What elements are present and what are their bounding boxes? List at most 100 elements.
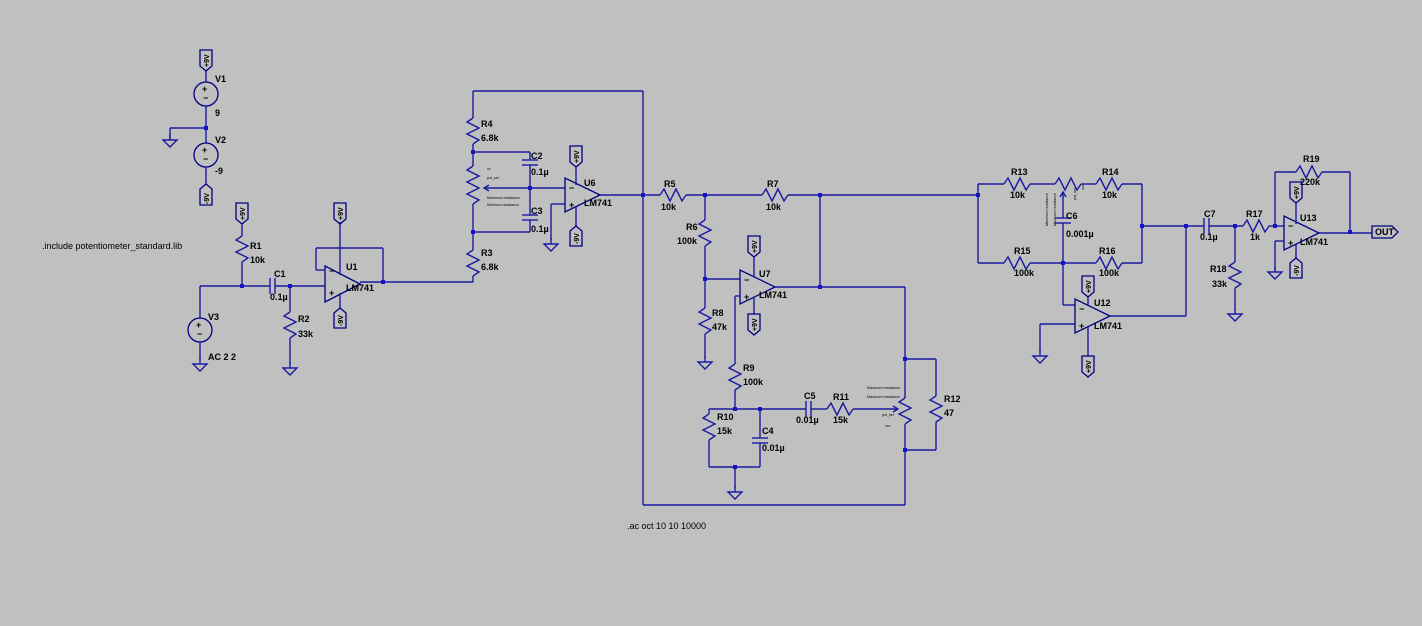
svg-text:R10: R10 [717, 412, 734, 422]
svg-text:R12: R12 [944, 394, 961, 404]
svg-text:R15: R15 [1014, 246, 1031, 256]
r13-resistor[interactable] [1003, 176, 1031, 192]
r16-resistor[interactable] [1095, 255, 1123, 271]
r12-resistor[interactable] [928, 395, 944, 423]
svg-text:−: − [1288, 221, 1293, 231]
pot1-potentiometer[interactable] [465, 165, 481, 205]
r19-resistor[interactable] [1295, 164, 1323, 180]
svg-text:+9V: +9V [204, 54, 211, 67]
svg-text:0.1µ: 0.1µ [1200, 232, 1218, 242]
svg-text:33k: 33k [298, 329, 314, 339]
svg-text:U7: U7 [759, 269, 771, 279]
r8-resistor[interactable] [697, 307, 713, 335]
svg-text:Maximum resistance: Maximum resistance [1053, 193, 1057, 226]
svg-text:15k: 15k [717, 426, 733, 436]
svg-text:R7: R7 [767, 179, 779, 189]
pot2-potentiometer[interactable] [897, 397, 913, 425]
svg-text:220k: 220k [1300, 177, 1321, 187]
svg-text:0.01µ: 0.01µ [762, 443, 785, 453]
svg-text:pot_set: pot_set [882, 413, 894, 417]
u13-stage: C7 0.1µ R17 1k R18 33k R19 220k − + U13 … [1200, 154, 1399, 322]
svg-text:10k: 10k [1102, 190, 1118, 200]
r9-resistor[interactable] [727, 363, 743, 391]
svg-text:0.1µ: 0.1µ [270, 292, 288, 302]
r3-resistor[interactable] [465, 249, 481, 277]
svg-text:C3: C3 [531, 206, 543, 216]
svg-text:C1: C1 [274, 269, 286, 279]
r4-resistor[interactable] [465, 117, 481, 145]
svg-text:R13: R13 [1011, 167, 1028, 177]
include-directive[interactable]: .include potentiometer_standard.lib [42, 241, 182, 251]
svg-text:R11: R11 [833, 392, 849, 402]
svg-text:+9V: +9V [1294, 186, 1301, 199]
svg-text:+: + [744, 292, 749, 302]
svg-text:Maximum resistance: Maximum resistance [867, 386, 900, 390]
svg-text:+9V: +9V [1086, 280, 1093, 293]
svg-text:V3: V3 [208, 312, 219, 322]
svg-text:LM741: LM741 [1300, 237, 1328, 247]
r7-resistor[interactable] [761, 187, 789, 203]
r2-resistor[interactable] [282, 311, 298, 339]
svg-text:R1: R1 [250, 241, 262, 251]
svg-text:+9V: +9V [338, 207, 345, 220]
svg-text:Minimum resistance: Minimum resistance [487, 203, 519, 207]
svg-text:C4: C4 [762, 426, 774, 436]
r18-resistor[interactable] [1227, 261, 1243, 289]
svg-text:47k: 47k [712, 322, 728, 332]
u13-opamp[interactable] [1283, 214, 1321, 252]
svg-text:R4: R4 [481, 119, 493, 129]
svg-text:47: 47 [944, 408, 954, 418]
svg-text:10k: 10k [250, 255, 266, 265]
r14-resistor[interactable] [1095, 176, 1123, 192]
svg-text:−: − [203, 93, 208, 103]
svg-text:100k: 100k [1099, 268, 1120, 278]
pot3-potentiometer[interactable] [1054, 176, 1082, 192]
r11-resistor[interactable] [826, 401, 854, 417]
svg-text:−: − [569, 183, 574, 193]
svg-text:C6: C6 [1066, 211, 1078, 221]
r1-resistor[interactable] [234, 235, 250, 263]
svg-text:6.8k: 6.8k [481, 262, 500, 272]
svg-text:+: + [1079, 321, 1084, 331]
svg-text:R9: R9 [743, 363, 755, 373]
power-supply-section: + − + − V1 9 V2 -9 [162, 70, 226, 185]
ac-directive[interactable]: .ac oct 10 10 10000 [627, 521, 706, 531]
svg-text:0.01µ: 0.01µ [796, 415, 819, 425]
svg-text:+9V: +9V [752, 240, 759, 253]
out-port-flag[interactable] [1371, 225, 1399, 239]
svg-text:0.1µ: 0.1µ [531, 167, 549, 177]
r17-resistor[interactable] [1242, 218, 1270, 234]
svg-text:15k: 15k [833, 415, 849, 425]
svg-text:+: + [196, 320, 201, 330]
r10-resistor[interactable] [701, 413, 717, 441]
u12-stage: R13 10k R14 10k C6 0.001µ Maximum resist… [976, 167, 1204, 378]
svg-text:Maximum resistance: Maximum resistance [1045, 193, 1049, 226]
svg-text:LM741: LM741 [759, 290, 787, 300]
svg-text:R2: R2 [298, 314, 310, 324]
svg-text:C7: C7 [1204, 209, 1216, 219]
svg-text:0.001µ: 0.001µ [1066, 229, 1094, 239]
svg-text:xxx: xxx [885, 424, 891, 428]
svg-text:C2: C2 [531, 151, 543, 161]
svg-text:C5: C5 [804, 391, 816, 401]
u6-opamp[interactable] [564, 176, 602, 214]
svg-text:-9V: -9V [204, 193, 211, 204]
svg-text:-9V: -9V [574, 233, 581, 244]
svg-text:+9V: +9V [240, 207, 247, 220]
r5-resistor[interactable] [659, 187, 687, 203]
svg-text:xxx: xxx [1081, 184, 1085, 190]
u1-opamp[interactable] [324, 264, 362, 304]
u7-opamp[interactable] [739, 268, 777, 306]
r6-resistor[interactable] [697, 219, 713, 247]
r15-resistor[interactable] [1003, 255, 1031, 271]
svg-text:100k: 100k [1014, 268, 1035, 278]
svg-text:R19: R19 [1303, 154, 1320, 164]
svg-text:R3: R3 [481, 248, 493, 258]
svg-text:33k: 33k [1212, 279, 1228, 289]
svg-text:-9V: -9V [1294, 265, 1301, 276]
svg-text:LM741: LM741 [1094, 321, 1122, 331]
svg-text:U6: U6 [584, 178, 596, 188]
u12-opamp[interactable] [1074, 297, 1112, 335]
svg-text:R14: R14 [1102, 167, 1119, 177]
